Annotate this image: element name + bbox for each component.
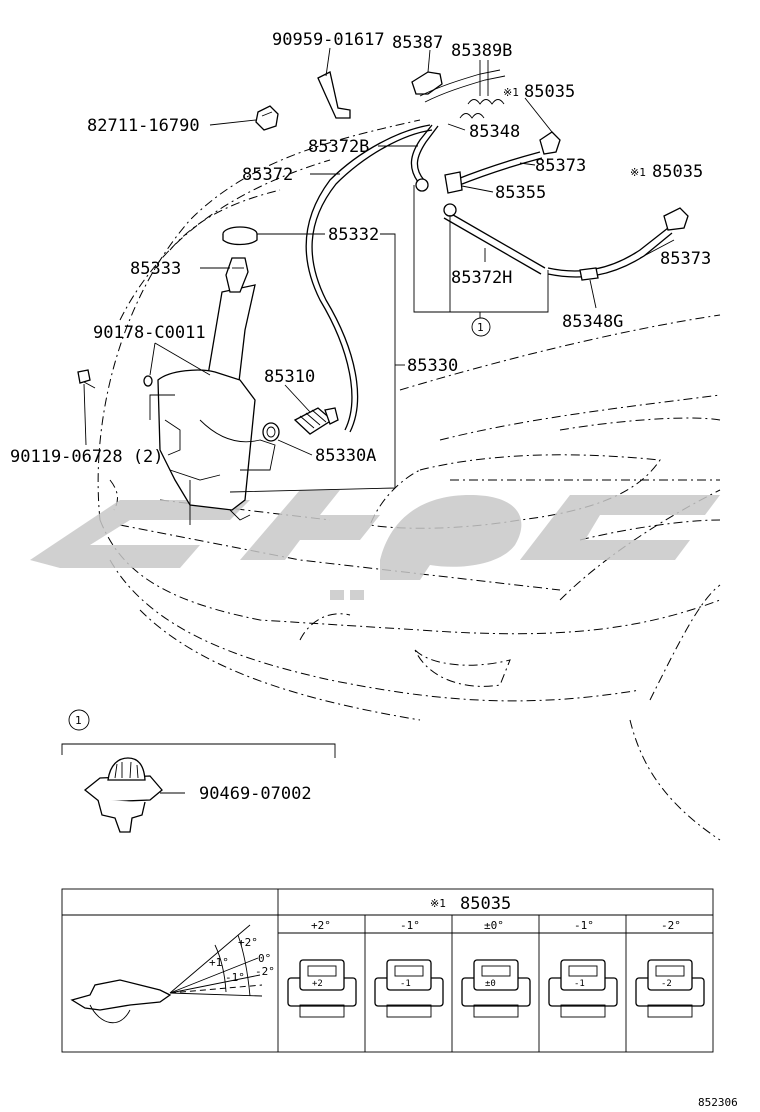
detail-1-number: 1 <box>75 714 82 727</box>
callout-1-marker: 1 <box>471 317 491 337</box>
washer-tank <box>149 284 276 525</box>
label-90119: 90119-06728 (2) <box>10 447 164 467</box>
nozzle-drawing-5: -2 <box>635 959 705 1018</box>
table-header-part: 85035 <box>460 894 511 914</box>
angle-col-4: -1° <box>574 919 594 932</box>
angle-col-3: ±0° <box>484 919 504 932</box>
nozzle-85035-upper <box>539 131 561 155</box>
label-90178: 90178-C0011 <box>93 323 206 343</box>
nozzle-code-1: +2 <box>312 979 323 989</box>
label-85373-lower: 85373 <box>660 249 711 269</box>
label-85355: 85355 <box>495 183 546 203</box>
cap-85332 <box>222 226 258 246</box>
nozzle-code-2: -1 <box>400 979 411 989</box>
label-85330A: 85330A <box>315 446 376 466</box>
bolt-90119 <box>77 369 96 389</box>
label-90959: 90959-01617 <box>272 30 385 50</box>
label-85035-upper: 85035 <box>524 82 575 102</box>
angle-col-5: -2° <box>661 919 681 932</box>
nozzle-drawing-2: -1 <box>374 959 444 1018</box>
clip-90178 <box>143 375 153 387</box>
joint-85348G <box>579 267 599 281</box>
valve-85387 <box>411 71 443 95</box>
label-85035-lower-mark: ※1 <box>630 166 646 179</box>
filler-neck-85333 <box>225 257 249 293</box>
nozzle-85035-lower <box>663 207 689 231</box>
nozzle-drawing-3: ±0 <box>461 959 531 1018</box>
angle-plus2: +2° <box>238 936 258 949</box>
nozzle-drawing-4: -1 <box>548 959 618 1018</box>
joint-85355 <box>415 171 463 217</box>
angle-minus1: -1° <box>225 971 245 984</box>
label-90469: 90469-07002 <box>199 784 312 804</box>
bracket-85330 <box>229 233 405 493</box>
nozzle-code-3: ±0 <box>485 979 496 989</box>
angle-plus1: +1° <box>209 956 229 969</box>
callout-bracket <box>413 185 549 318</box>
label-85373-upper: 85373 <box>535 156 586 176</box>
clamp-82711 <box>255 105 279 131</box>
label-85348: 85348 <box>469 122 520 142</box>
label-85310: 85310 <box>264 367 315 387</box>
label-85035-mark: ※1 <box>503 86 519 99</box>
leader-lines <box>83 47 675 794</box>
hose-85372B <box>410 124 439 183</box>
spring-85348 <box>459 99 505 119</box>
pump-85310 <box>293 407 339 435</box>
label-85348G: 85348G <box>562 312 623 332</box>
label-85332: 85332 <box>328 225 379 245</box>
clip-90959 <box>317 71 351 119</box>
part-labels: 90959-01617 85387 85389B ※1 85035 82711-… <box>10 30 711 467</box>
spray-angle-diagram: +2° +1° 0° -1° -2° <box>70 924 275 1024</box>
watermark-logo <box>30 490 720 600</box>
detail-1: 1 90469-07002 <box>61 709 336 833</box>
label-85333: 85333 <box>130 259 181 279</box>
hose-85372H <box>443 211 546 275</box>
label-82711: 82711-16790 <box>87 116 200 136</box>
angle-col-2: -1° <box>400 919 420 932</box>
nozzle-code-4: -1 <box>574 979 585 989</box>
angle-zero: 0° <box>258 952 271 965</box>
label-85372B: 85372B <box>308 137 369 157</box>
label-85389B: 85389B <box>451 41 512 61</box>
label-85372H: 85372H <box>451 268 512 288</box>
hose-85373-upper <box>454 151 543 187</box>
label-85330: 85330 <box>407 356 458 376</box>
nozzle-drawing-1: +2 <box>287 959 357 1018</box>
hose-85372 <box>305 124 433 433</box>
label-85387: 85387 <box>392 33 443 53</box>
angle-minus2: -2° <box>255 965 275 978</box>
figure-id: 852306 <box>698 1096 738 1109</box>
nozzle-angle-table: ※1 85035 +2° -1° ±0° -1° -2° +2 -1 ±0 <box>61 888 714 1053</box>
callout-1-text: 1 <box>477 321 484 334</box>
label-85372: 85372 <box>242 165 293 185</box>
label-85035-lower: 85035 <box>652 162 703 182</box>
grommet-85330A <box>262 422 280 442</box>
angle-col-1: +2° <box>311 919 331 932</box>
table-header-mark: ※1 <box>430 897 446 910</box>
nozzle-code-5: -2 <box>661 979 672 989</box>
hose-85373-lower <box>547 227 673 278</box>
